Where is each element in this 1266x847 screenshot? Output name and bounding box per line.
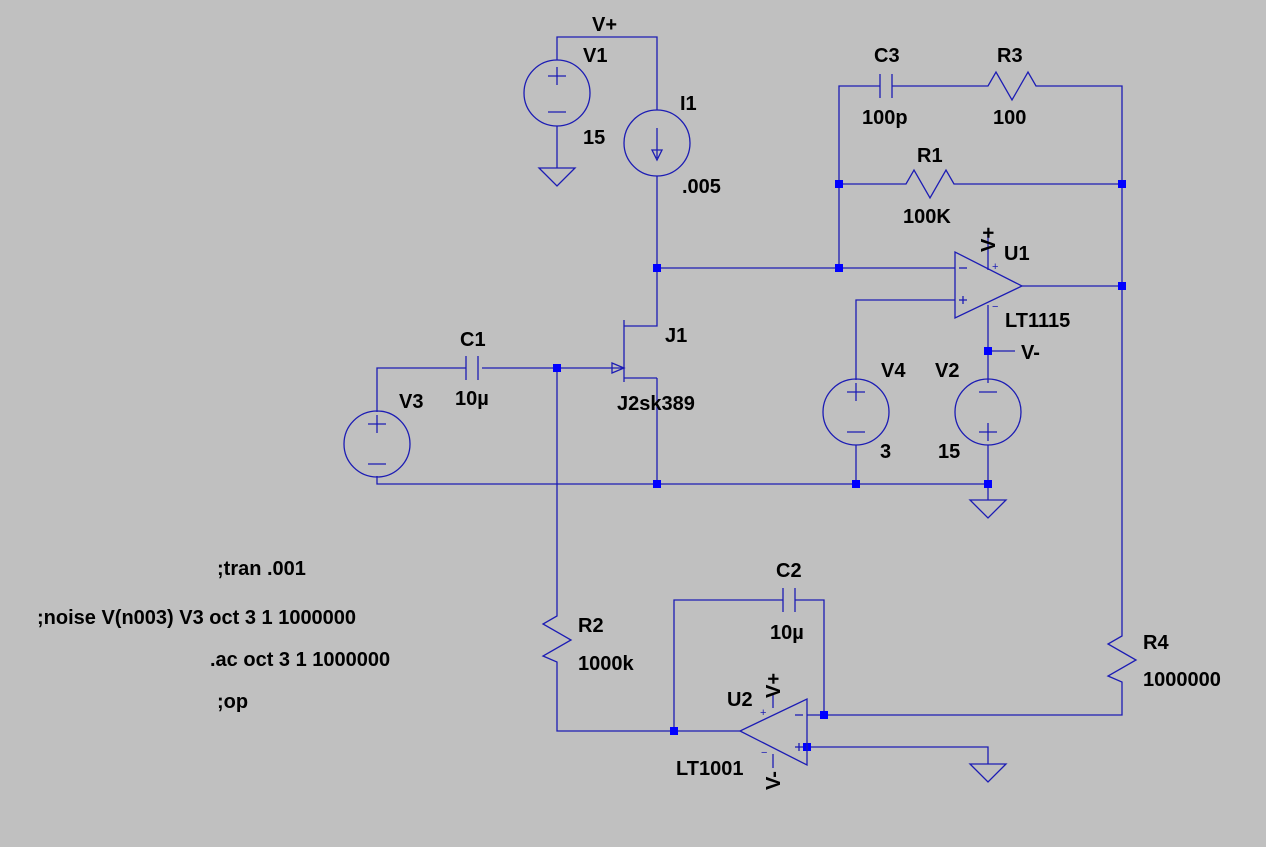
labels: V+ V1 15 I1 .005 C3 100p R3 100 R1 100K … (399, 14, 1221, 790)
ground-icon (537, 167, 577, 187)
r4-value: 1000000 (1143, 669, 1221, 691)
wire-u2-ground[interactable] (807, 746, 989, 764)
j1-jfet[interactable] (611, 318, 658, 382)
c2-capacitor[interactable] (782, 588, 796, 612)
r2-name: R2 (578, 615, 604, 637)
wire-vplus-top[interactable] (556, 36, 658, 110)
wire-ground-bus[interactable] (376, 476, 988, 485)
c3-name: C3 (874, 45, 900, 67)
wire-r4-u2[interactable] (807, 690, 1123, 716)
net-label-vplus: V+ (763, 673, 785, 698)
directive-tran[interactable]: ;tran .001 (217, 558, 306, 580)
u1-opamp[interactable] (954, 250, 1024, 320)
ground-icon (968, 763, 1008, 783)
net-label-vplus: V+ (592, 14, 617, 36)
c3-value: 100p (862, 107, 908, 129)
c3-capacitor[interactable] (879, 74, 893, 98)
opamp-plus-sign: + (992, 261, 998, 273)
r3-value: 100 (993, 107, 1026, 129)
wire-r2-u2[interactable] (556, 670, 740, 732)
opamp-minus-sign: − (761, 747, 767, 759)
j1-model: J2sk389 (617, 393, 695, 415)
opamp-triangle-icon (954, 250, 1024, 320)
voltage-source-icon (954, 378, 1022, 446)
v4-value: 3 (880, 441, 891, 463)
c2-name: C2 (776, 560, 802, 582)
u2-model: LT1001 (676, 758, 743, 780)
junction (852, 480, 860, 488)
v2-value: 15 (938, 441, 960, 463)
wire-c2-right[interactable] (795, 599, 825, 715)
r4-name: R4 (1143, 632, 1169, 654)
junctions (553, 180, 1126, 751)
v2-voltage-source[interactable] (954, 378, 1022, 446)
net-label-vplus: V+ (978, 227, 1000, 252)
junction (984, 480, 992, 488)
r1-name: R1 (917, 145, 943, 167)
r2-value: 1000k (578, 653, 634, 675)
junction (820, 711, 828, 719)
junction (553, 364, 561, 372)
u2-opamp[interactable] (738, 697, 808, 767)
c1-capacitor[interactable] (465, 356, 479, 380)
r4-resistor[interactable] (1106, 628, 1138, 690)
r1-resistor[interactable] (898, 168, 962, 200)
wire-c2-left[interactable] (673, 599, 783, 731)
voltage-source-icon (822, 378, 890, 446)
net-label-vminus: V- (763, 771, 785, 790)
junction (653, 480, 661, 488)
wires (376, 36, 1123, 768)
c2-value: 10µ (770, 622, 804, 644)
v1-value: 15 (583, 127, 605, 149)
opamp-minus-sign: − (992, 301, 998, 313)
v1-name: V1 (583, 45, 607, 67)
opamp-triangle-icon (738, 697, 808, 767)
r1-value: 100K (903, 206, 951, 228)
i1-name: I1 (680, 93, 697, 115)
voltage-source-icon (523, 59, 591, 127)
r2-resistor[interactable] (541, 608, 573, 670)
r3-resistor[interactable] (980, 70, 1044, 102)
jfet-gate-arrow-icon (611, 362, 626, 374)
u2-name: U2 (727, 689, 753, 711)
i1-value: .005 (682, 176, 721, 198)
wire-u1-plus-v4[interactable] (855, 299, 955, 380)
voltage-source-icon (343, 410, 411, 478)
v3-name: V3 (399, 391, 423, 413)
directive-noise[interactable]: ;noise V(n003) V3 oct 3 1 1000000 (37, 607, 356, 629)
junction (1118, 180, 1126, 188)
net-label-vminus: V- (1021, 342, 1040, 364)
r3-name: R3 (997, 45, 1023, 67)
v4-name: V4 (881, 360, 906, 382)
spice-directives: ;tran .001 ;noise V(n003) V3 oct 3 1 100… (37, 558, 390, 713)
u1-model: LT1115 (1005, 310, 1070, 332)
junction (835, 264, 843, 272)
wire-fb-left[interactable] (838, 85, 880, 268)
opamp-plus-sign: + (760, 707, 766, 719)
junction (835, 180, 843, 188)
junction (670, 727, 678, 735)
v2-name: V2 (935, 360, 959, 382)
i1-current-source[interactable] (623, 109, 691, 177)
c1-value: 10µ (455, 388, 489, 410)
v3-voltage-source[interactable] (343, 410, 411, 478)
wire-fb-right[interactable] (1044, 85, 1123, 628)
junction (984, 347, 992, 355)
j1-name: J1 (665, 325, 687, 347)
junction (653, 264, 661, 272)
current-source-icon (623, 109, 691, 177)
c1-name: C1 (460, 329, 486, 351)
directive-op[interactable]: ;op (217, 691, 248, 713)
directive-ac[interactable]: .ac oct 3 1 1000000 (210, 649, 390, 671)
junction (1118, 282, 1126, 290)
v1-voltage-source[interactable] (523, 59, 591, 127)
wire-v3-c1[interactable] (376, 367, 466, 412)
u1-name: U1 (1004, 243, 1030, 265)
ground-icon (968, 499, 1008, 519)
v4-voltage-source[interactable] (822, 378, 890, 446)
